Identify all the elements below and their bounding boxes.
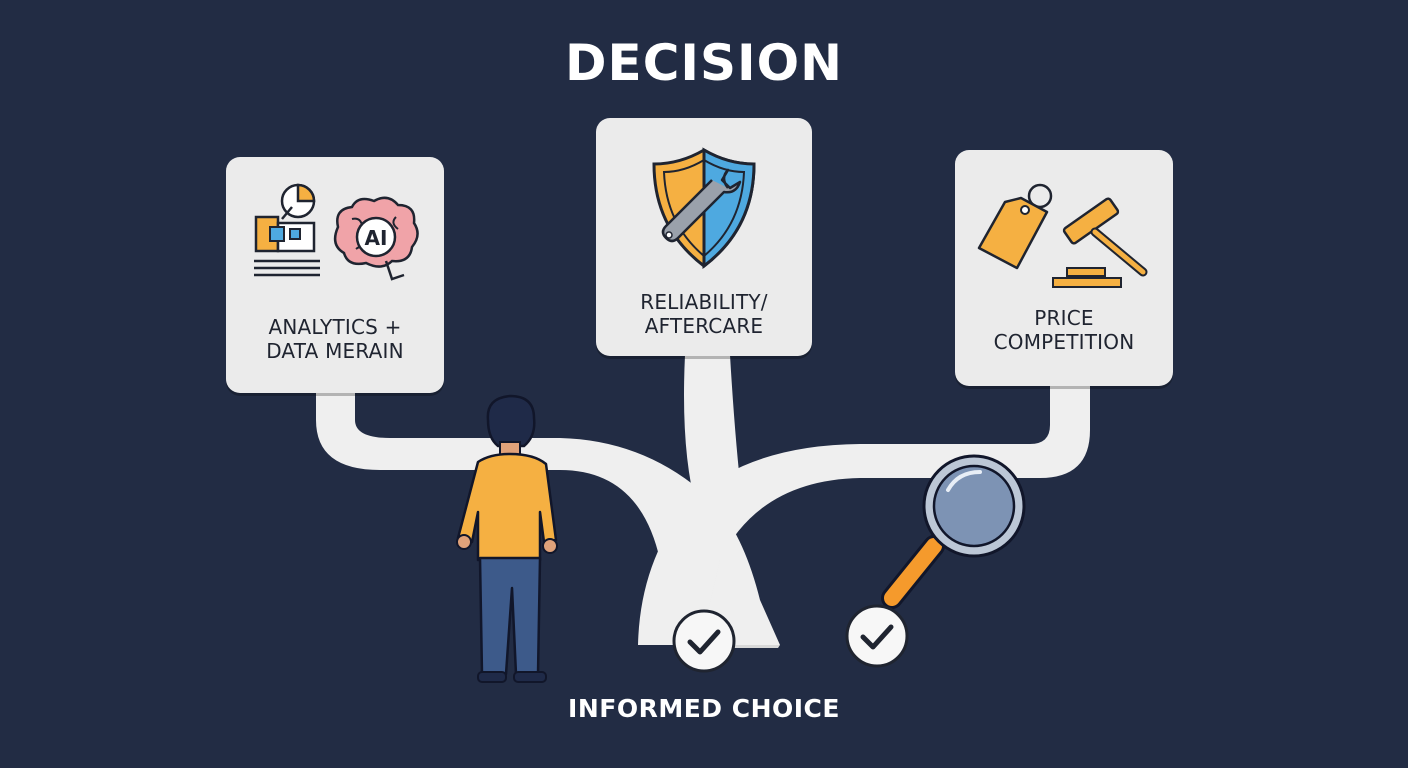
person-figure-icon [456, 394, 558, 683]
shield-wrench-icon [652, 147, 756, 270]
option-card-price: PRICE COMPETITION [955, 150, 1173, 386]
check-circle-icon [845, 604, 909, 668]
check-circle-icon [672, 609, 736, 673]
option-label-price-line1: PRICE [1034, 306, 1094, 330]
option-label-reliability-line2: AFTERCARE [644, 314, 764, 338]
option-label-price-line2: COMPETITION [993, 330, 1135, 354]
option-card-analytics: AI ANALYTICS + DATA MERAIN [226, 157, 444, 393]
option-label-reliability-line1: RELIABILITY/ [640, 290, 768, 314]
ai-badge: AI [365, 226, 388, 250]
option-label-analytics-line1: ANALYTICS + [268, 315, 402, 339]
option-card-reliability: RELIABILITY/ AFTERCARE [596, 118, 812, 356]
option-label-analytics-line2: DATA MERAIN [266, 339, 404, 363]
price-tag-gavel-icon [977, 183, 1148, 288]
ai-brain-analytics-icon: AI [254, 183, 419, 281]
outcome-label: INFORMED CHOICE [568, 694, 840, 723]
diagram-title: DECISION [565, 34, 843, 92]
right-path [638, 384, 1090, 645]
magnifying-glass-icon [881, 454, 1026, 609]
